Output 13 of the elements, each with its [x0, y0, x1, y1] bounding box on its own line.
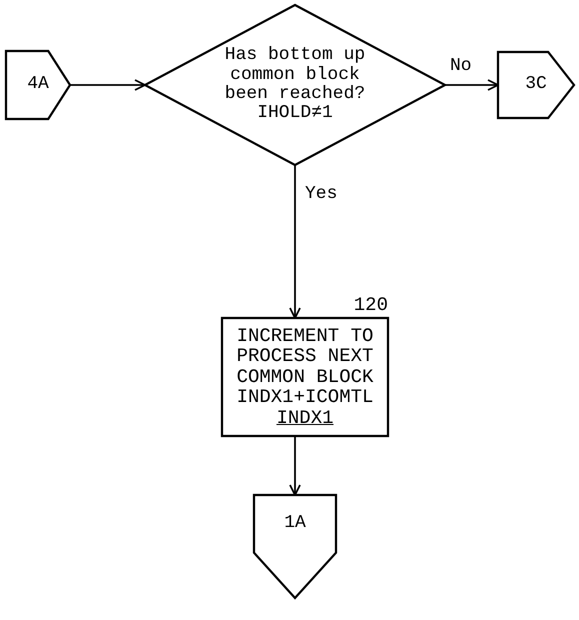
arrow [445, 79, 499, 91]
connector-label: 4A [27, 75, 49, 95]
formula-text: INDX1+ICOMTL [236, 387, 374, 408]
connector-label: 1A [284, 514, 306, 534]
step-number: 120 [354, 294, 388, 316]
condition-text: IHOLD≠1 [257, 104, 333, 124]
arrow [70, 79, 146, 91]
process-text: INCREMENT TO PROCESS NEXT COMMON BLOCK [236, 326, 374, 388]
arrow [289, 165, 301, 319]
arrow [289, 436, 301, 496]
decision-question: Has bottom up common block been reached? [224, 46, 366, 104]
connector-label: 3C [525, 75, 547, 95]
formula-text: INDX1 [276, 408, 334, 428]
